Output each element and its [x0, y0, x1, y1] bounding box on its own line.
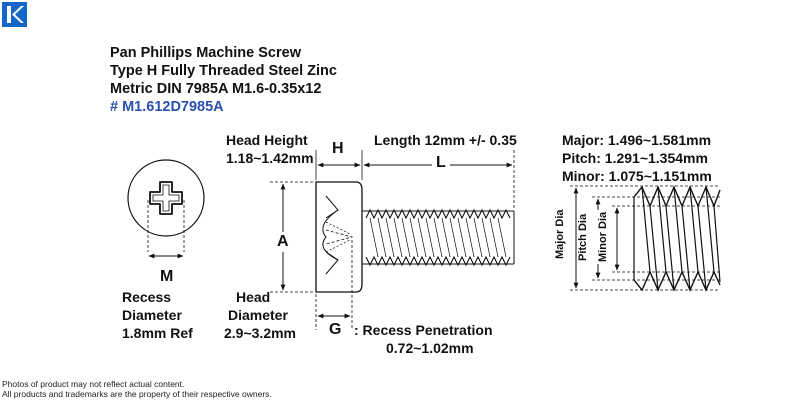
- thread-detail-flanks: [641, 186, 721, 291]
- pitch-dia-axis-label: Pitch Dia: [577, 211, 589, 263]
- head-top-view: [127, 159, 205, 259]
- title-line-3: Metric DIN 7985A M1.6-0.35x12: [110, 81, 322, 97]
- thread-detail-top: [633, 185, 721, 208]
- thread-detail-bottom: [633, 270, 721, 292]
- screw-side-view: [270, 150, 515, 330]
- title-line-1: Pan Phillips Machine Screw: [110, 45, 301, 61]
- head-diameter-label: Head Diameter 2.9~3.2mm: [224, 289, 296, 341]
- thread-crests-bottom: [365, 255, 511, 267]
- title-line-2: Type H Fully Threaded Steel Zinc: [110, 63, 337, 79]
- product-title-block: Pan Phillips Machine Screw Type H Fully …: [110, 44, 337, 116]
- minor-dia-axis-label: Minor Dia: [597, 209, 609, 264]
- footer-line-1: Photos of product may not reflect actual…: [2, 379, 185, 389]
- recess-diameter-label: Recess Diameter 1.8mm Ref: [122, 289, 193, 341]
- dimension-a-label: A: [275, 232, 291, 252]
- thread-flanks: [369, 217, 507, 258]
- major-dia-axis-label: Major Dia: [554, 207, 566, 261]
- thread-crests-top: [365, 208, 511, 220]
- dimension-g-label: G: [329, 321, 342, 338]
- minor-dia-spec: Minor: 1.075~1.151mm: [562, 168, 712, 184]
- length-label: Length 12mm +/- 0.35: [374, 132, 517, 148]
- footer-disclaimer: Photos of product may not reflect actual…: [2, 379, 272, 399]
- footer-line-2: All products and trademarks are the prop…: [2, 389, 272, 399]
- thread-specs: Major: 1.496~1.581mm Pitch: 1.291~1.354m…: [562, 131, 712, 185]
- k-logo-icon[interactable]: [2, 2, 27, 27]
- thread-detail-view: [570, 185, 721, 292]
- dimension-m-label: M: [160, 268, 174, 285]
- pitch-dia-spec: Pitch: 1.291~1.354mm: [562, 150, 708, 166]
- part-number: # M1.612D7985A: [110, 99, 224, 115]
- recess-penetration-label: : Recess Penetration 0.72~1.02mm: [354, 322, 493, 356]
- dimension-l-label: L: [432, 154, 450, 172]
- dimension-h-label: H: [332, 140, 344, 157]
- head-height-label: Head Height 1.18~1.42mm: [226, 132, 314, 166]
- major-dia-spec: Major: 1.496~1.581mm: [562, 132, 712, 148]
